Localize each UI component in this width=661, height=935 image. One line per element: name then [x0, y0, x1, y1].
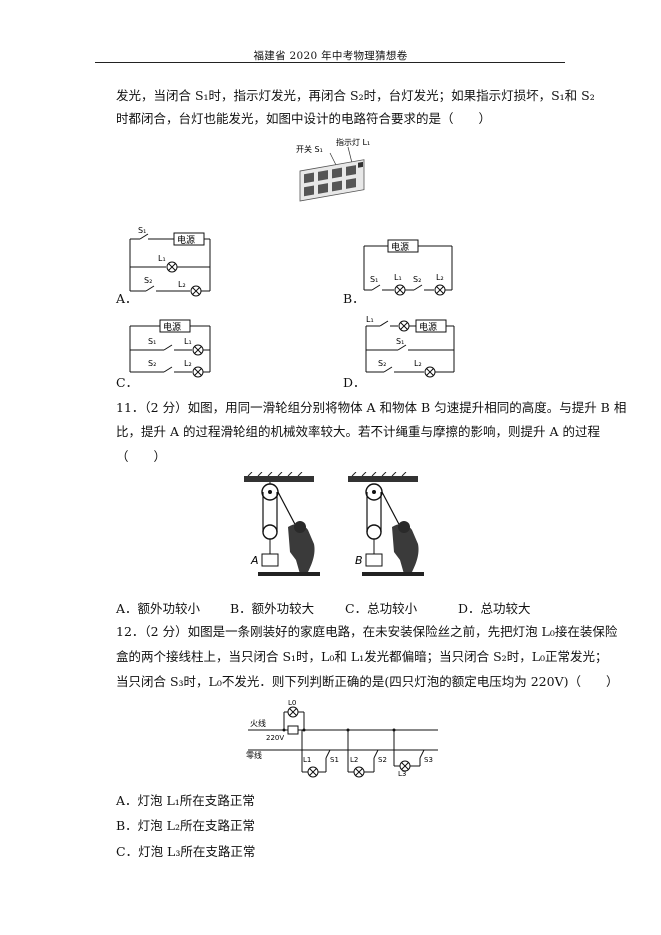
switch-label: 开关 S₁ [296, 144, 323, 154]
q11-stem-line-2: 比，提升 A 的过程滑轮组的机械效率较大。若不计绳重与摩擦的影响，则提升 A 的… [116, 424, 600, 439]
circuit-a-s2: S₂ [144, 276, 152, 285]
q10-option-a-letter: A． [116, 291, 138, 306]
header-rule [95, 62, 565, 63]
s1-label: S1 [330, 756, 339, 764]
power-strip-figure: 开关 S₁ 指示灯 L₁ [296, 137, 370, 202]
l2-label: L2 [350, 756, 358, 764]
q12-stem-line-1: 12．（2 分）如图是一条刚装好的家庭电路，在未安装保险丝之前，先把灯泡 L₀接… [116, 624, 618, 639]
circuit-d: 电源 L₁ S₁ S₂ L₂ [365, 315, 455, 378]
circuit-c-power: 电源 [163, 321, 181, 333]
l3-label: L3 [398, 770, 406, 778]
circuit-c-s2: S₂ [148, 359, 156, 368]
circuit-b-s2: S₂ [413, 275, 421, 284]
l0-label: L0 [288, 700, 296, 707]
q11-option-b: B．额外功较大 [230, 601, 315, 616]
label-b: B [355, 554, 363, 567]
circuit-d-s2: S₂ [378, 359, 386, 368]
circuit-c-l1: L₁ [184, 337, 192, 346]
q12-option-c: C．灯泡 L₃所在支路正常 [116, 844, 256, 859]
s2-label: S2 [378, 756, 387, 764]
circuit-c-l2: L₂ [184, 359, 192, 368]
q10-stem-line-1: 发光，当闭合 S₁时，指示灯发光，再闭合 S₂时，台灯发光；如果指示灯损坏，S₁… [116, 88, 595, 103]
circuit-b-s1: S₁ [370, 275, 378, 284]
q12-option-a: A．灯泡 L₁所在支路正常 [116, 793, 255, 808]
page-header: 福建省 2020 年中考物理猜想卷 [253, 50, 408, 62]
q11-option-a: A．额外功较小 [116, 601, 201, 616]
circuit-c-s1: S₁ [148, 337, 156, 346]
q10-option-c-letter: C． [116, 375, 139, 390]
q12-stem-line-3: 当只闭合 S₃时，L₀不发光．则下列判断正确的是(四只灯泡的额定电压均为 220… [116, 674, 619, 689]
circuit-d-l1: L₁ [366, 315, 374, 324]
circuit-a: 电源 S₁ L₁ S₂ L₂ [129, 226, 211, 297]
circuit-b-l1: L₁ [394, 273, 402, 282]
circuit-d-l2: L₂ [414, 359, 422, 368]
household-circuit: 火线 220V 零线 L0 L1 S1 L2 S2 L3 S3 [246, 700, 438, 778]
circuit-a-power: 电源 [177, 234, 195, 246]
circuit-b-power: 电源 [391, 241, 409, 253]
q10-option-b-letter: B． [343, 291, 365, 306]
circuit-d-s1: S₁ [396, 337, 404, 346]
circuit-b: 电源 S₁ L₁ S₂ L₂ [363, 239, 453, 296]
voltage-label: 220V [266, 734, 284, 742]
l1-label: L1 [303, 756, 311, 764]
circuit-d-power: 电源 [419, 321, 437, 333]
circuit-a-s1: S₁ [138, 226, 146, 235]
q11-option-d: D．总功较大 [458, 601, 531, 616]
q12-option-b: B．灯泡 L₂所在支路正常 [116, 818, 255, 833]
q11-option-c: C．总功较小 [345, 601, 418, 616]
live-wire-label: 火线 [250, 718, 266, 728]
label-a: A [250, 554, 259, 567]
q10-option-d-letter: D． [343, 375, 366, 390]
q11-stem-line-3: （ ） [116, 449, 167, 464]
pulley-figure-b: B [348, 472, 424, 576]
circuit-a-l1: L₁ [158, 254, 166, 263]
circuit-c: 电源 S₁ L₁ S₂ L₂ [129, 319, 211, 378]
circuit-a-l2: L₂ [178, 280, 186, 289]
neutral-wire-label: 零线 [246, 750, 262, 760]
s3-label: S3 [424, 756, 433, 764]
circuit-b-l2: L₂ [436, 273, 444, 282]
q11-stem-line-1: 11．（2 分）如图，用同一滑轮组分别将物体 A 和物体 B 匀速提升相同的高度… [116, 400, 627, 415]
pulley-figure-a: A [244, 472, 320, 576]
indicator-label: 指示灯 L₁ [336, 137, 370, 147]
pulley-figures: A B [244, 472, 424, 576]
q12-stem-line-2: 盒的两个接线柱上，当只闭合 S₁时，L₀和 L₁发光都偏暗；当只闭合 S₂时，L… [116, 649, 608, 664]
q10-stem-line-2: 时都闭合，台灯也能发光，如图中设计的电路符合要求的是（ ） [116, 111, 492, 126]
power-strip-body [299, 159, 365, 202]
